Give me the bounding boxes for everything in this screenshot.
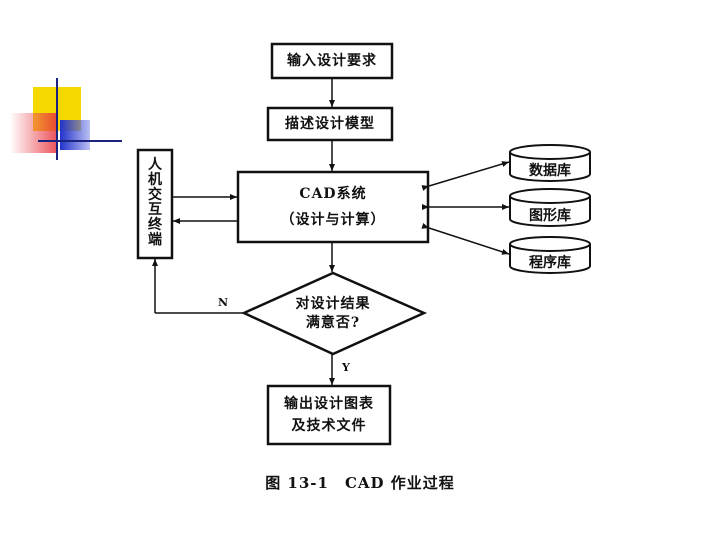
db-program-label: 程序库 xyxy=(529,255,571,271)
no-branch-label: N xyxy=(218,296,229,309)
decision-diamond xyxy=(240,271,428,356)
design-compute-subtitle: （设计与计算） xyxy=(280,212,386,228)
output-line2: 及技术文件 xyxy=(291,418,367,434)
deco-horizontal-line xyxy=(38,140,122,142)
db-graphics-label: 图形库 xyxy=(529,208,571,224)
arrow-cad-database xyxy=(421,161,510,191)
db-program-shape xyxy=(509,236,591,274)
terminal-label: 人 机 交 互 终 端 xyxy=(148,157,162,248)
decision-line2: 满意否? xyxy=(305,315,361,331)
cad-system-title: CAD系统 xyxy=(299,186,367,202)
deco-red-square xyxy=(10,113,58,153)
box-output xyxy=(266,384,392,446)
db-database-shape xyxy=(509,144,591,182)
deco-vertical-line xyxy=(56,78,58,160)
box-terminal xyxy=(136,148,174,260)
db-graphics-shape xyxy=(509,188,591,227)
decision-line1: 对设计结果 xyxy=(295,296,371,312)
db-database-label: 数据库 xyxy=(529,163,571,179)
output-label: 输出设计图表 及技术文件 xyxy=(268,386,390,444)
cad-system-label: CAD系统 （设计与计算） xyxy=(238,172,428,242)
decision-label: 对设计结果 满意否? xyxy=(270,294,396,334)
figure-caption: 图 13-1 CAD 作业过程 xyxy=(265,474,455,492)
box-describe-model xyxy=(266,106,394,142)
describe-model-label: 描述设计模型 xyxy=(285,116,375,132)
input-requirements-label: 输入设计要求 xyxy=(287,53,377,69)
output-line1: 输出设计图表 xyxy=(284,396,374,412)
deco-blue-square xyxy=(60,120,90,150)
arrow-cad-program xyxy=(421,222,510,255)
yes-branch-label: Y xyxy=(342,361,350,374)
